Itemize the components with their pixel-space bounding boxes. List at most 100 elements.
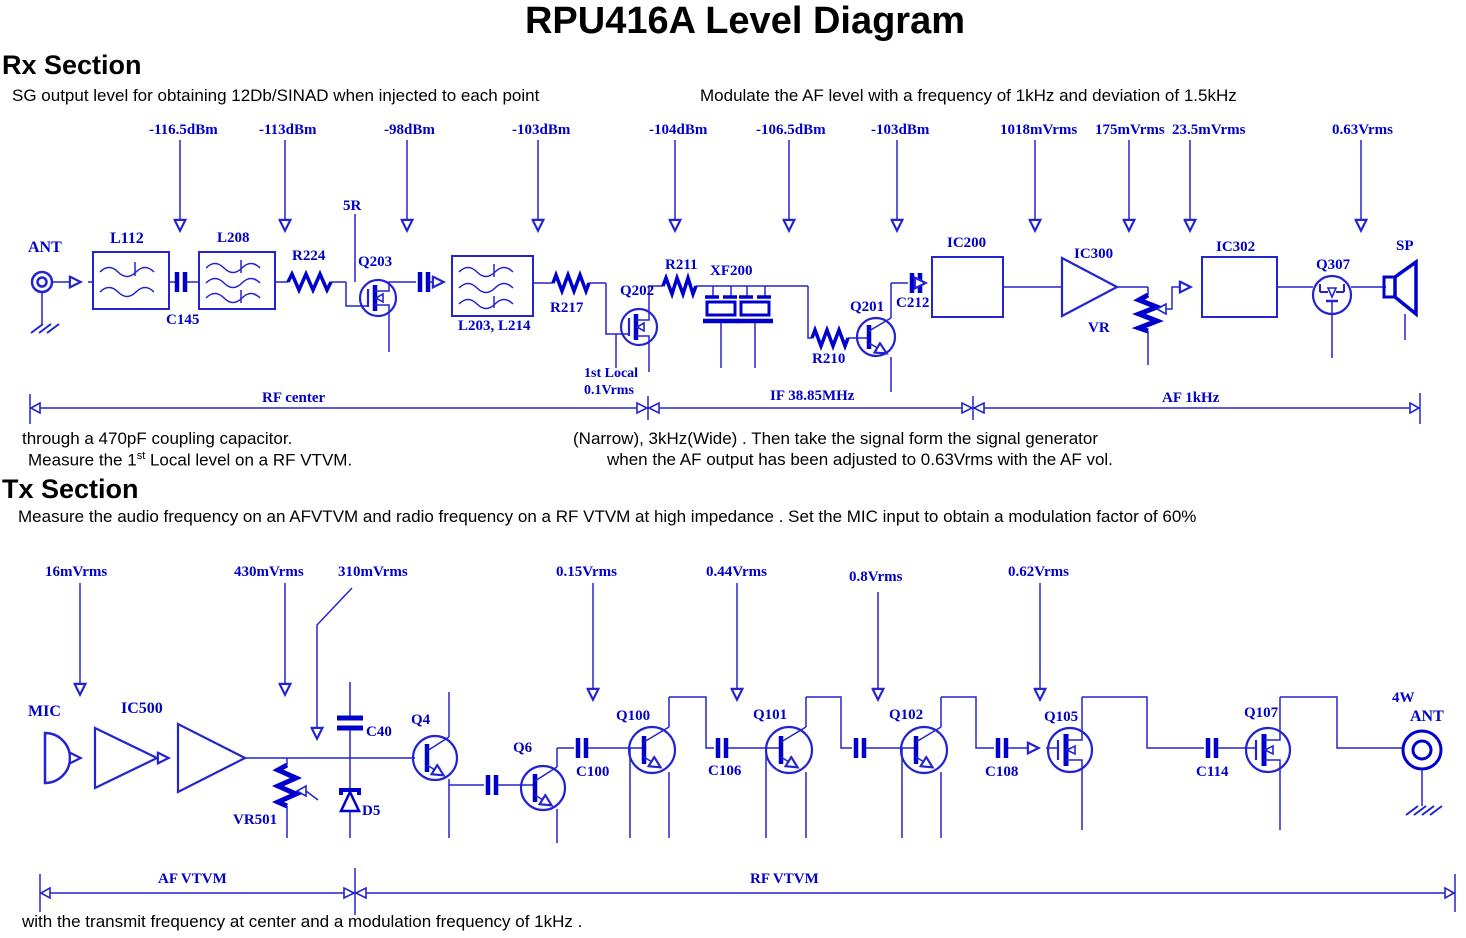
cap-q101-q102 — [853, 738, 916, 758]
resistor-r211 — [661, 272, 698, 300]
r210-label: R210 — [812, 351, 846, 367]
tx-footnote: with the transmit frequency at center an… — [22, 912, 583, 931]
cap-c108 — [995, 738, 1038, 758]
q102-label: Q102 — [889, 707, 924, 723]
tx-measure-arrows — [80, 583, 1040, 738]
q100-label: Q100 — [616, 708, 651, 724]
rx-antenna-jack — [30, 270, 93, 334]
c40-label: C40 — [366, 724, 392, 740]
af-vtvm-span-label: AF VTVM — [158, 871, 227, 887]
rx-measure-arrows — [180, 140, 1361, 230]
filter-l112 — [92, 251, 170, 310]
first-local-label: 1st Local — [584, 366, 639, 381]
cap-c100 — [575, 738, 644, 758]
tx-level-4: 0.44Vrms — [706, 564, 767, 580]
rx-footnote-4: when the AF output has been adjusted to … — [607, 450, 1113, 469]
xf200-label: XF200 — [710, 263, 753, 279]
rx-footnote-1: through a 470pF coupling capacitor. — [22, 429, 293, 448]
l203-l214-label: L203, L214 — [458, 318, 531, 334]
rx-level-1: -113dBm — [259, 122, 317, 138]
rx-footnote-2-sup: st — [136, 450, 146, 462]
rx-level-10: 0.63Vrms — [1332, 122, 1393, 138]
q203-label: Q203 — [358, 254, 393, 270]
diode-d5 — [339, 758, 361, 838]
rx-section-heading: Rx Section — [2, 50, 142, 80]
r224-label: R224 — [292, 248, 326, 264]
transistor-q203 — [331, 214, 416, 352]
power-4w-label: 4W — [1392, 690, 1415, 706]
vr501-label: VR501 — [233, 812, 278, 828]
transistor-q6 — [498, 747, 574, 843]
mic-symbol — [43, 731, 80, 785]
rx-note-right: Modulate the AF level with a frequency o… — [700, 86, 1237, 105]
page-title: RPU416A Level Diagram — [524, 0, 966, 42]
resistor-r210 — [810, 325, 850, 351]
tx-level-3: 0.15Vrms — [556, 564, 617, 580]
tx-section-heading: Tx Section — [2, 474, 139, 504]
resistor-r224 — [286, 269, 333, 295]
rx-note-left: SG output level for obtaining 12Db/SINAD… — [12, 86, 540, 105]
q101-label: Q101 — [753, 707, 788, 723]
cap-c114 — [1205, 738, 1256, 758]
rx-level-4: -104dBm — [649, 122, 708, 138]
filter-l208 — [198, 251, 288, 310]
c106-label: C106 — [708, 763, 742, 779]
c108-label: C108 — [985, 764, 1019, 780]
transistor-q202 — [589, 282, 663, 372]
l208-label: L208 — [217, 230, 250, 246]
rx-footnote-2-pre: Measure the 1 — [28, 450, 137, 470]
ic200-block — [931, 256, 1004, 318]
rx-level-7: 1018mVrms — [1000, 122, 1078, 138]
volume-vr — [1131, 287, 1190, 365]
l112-label: L112 — [110, 230, 144, 247]
transistor-q105 — [1046, 696, 1204, 830]
tx-antenna-jack — [1401, 729, 1443, 816]
transistor-q102 — [899, 696, 994, 838]
ic302-block — [1201, 256, 1278, 318]
rx-level-9: 23.5mVrms — [1172, 122, 1246, 138]
rf-vtvm-span-label: RF VTVM — [750, 871, 819, 887]
amp-ic500 — [93, 722, 415, 794]
cap-c212 — [909, 273, 925, 293]
q107-label: Q107 — [1244, 705, 1279, 721]
tx-span-line — [39, 868, 1456, 915]
c100-label: C100 — [576, 764, 610, 780]
transistor-q100 — [627, 696, 714, 838]
q105-label: Q105 — [1044, 709, 1079, 725]
rf-center-span-label: RF center — [262, 390, 326, 406]
rx-footnote-3: (Narrow), 3kHz(Wide) . Then take the sig… — [573, 429, 1099, 448]
ic300-label: IC300 — [1074, 246, 1114, 262]
rx-level-5: -106.5dBm — [756, 122, 826, 138]
transistor-q201 — [848, 282, 908, 392]
tx-level-6: 0.62Vrms — [1008, 564, 1069, 580]
q6-label: Q6 — [513, 740, 533, 756]
mic-label: MIC — [28, 703, 61, 720]
r217-label: R217 — [550, 300, 584, 316]
amp-ic300 — [1003, 256, 1148, 318]
q307-label: Q307 — [1316, 257, 1351, 273]
af-span-label: AF 1kHz — [1162, 390, 1220, 406]
transistor-q307 — [1277, 274, 1386, 358]
rx-level-2: -98dBm — [384, 122, 435, 138]
transistor-q101 — [764, 696, 852, 838]
tx-level-2: 310mVrms — [338, 564, 408, 580]
d5-label: D5 — [362, 803, 381, 819]
cap-q4-q6 — [485, 775, 499, 795]
vr-label: VR — [1088, 320, 1110, 336]
resistor-r217 — [551, 270, 591, 296]
speaker-sp — [1382, 258, 1418, 340]
sp-label: SP — [1396, 238, 1414, 254]
rx-ant-label: ANT — [28, 239, 62, 256]
crystal-filter-xf200 — [696, 285, 812, 368]
q4-label: Q4 — [411, 712, 431, 728]
rx-level-6: -103dBm — [871, 122, 930, 138]
c212-label: C212 — [896, 295, 930, 311]
rx-footnote-2: Measure the 1st Local level on a RF VTVM… — [28, 450, 352, 471]
if-span-label: IF 38.85MHz — [770, 388, 855, 404]
r5-label: 5R — [343, 198, 362, 214]
tx-ant-label: ANT — [1410, 708, 1444, 725]
c145-label: C145 — [166, 312, 200, 328]
ic302-label: IC302 — [1216, 239, 1256, 255]
